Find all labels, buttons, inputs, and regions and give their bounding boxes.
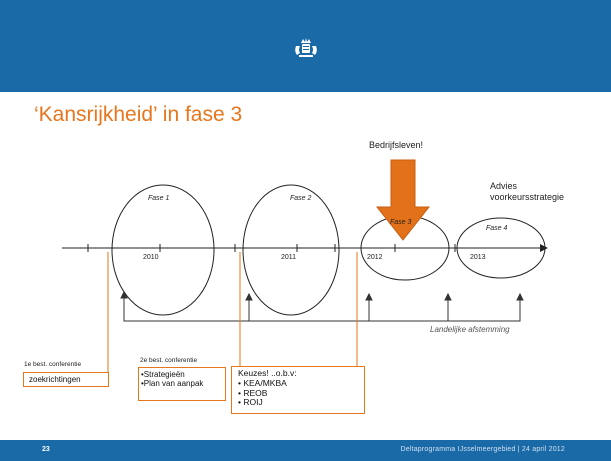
phase-ellipse-1 [111,184,215,316]
year-label-2013: 2013 [470,254,486,261]
year-label-2010: 2010 [143,254,159,261]
footer-band [0,440,611,461]
choices-heading: Keuzes! ..o.b.v: [238,368,297,378]
slide-title: ‘Kansrijkheid’ in fase 3 [34,103,243,126]
conference-2-item: •Strategieën [141,370,185,379]
timeline-ticks [87,244,456,252]
choices-item: • KEA/MKBA [238,377,287,388]
conference-2-box: •Strategieën •Plan van aanpak [138,367,226,401]
choices-item: • ROIJ [238,397,263,408]
national-bracket [123,300,521,322]
highlight-arrow [375,159,431,241]
conference-1-box: zoekrichtingen [23,372,109,387]
advice-line-1: Advies [490,181,518,191]
phase-label-1: Fase 1 [148,195,170,202]
conference-1-caption: 1e best. conferentie [24,361,82,368]
connector-lines [107,252,358,372]
choices-box: Keuzes! ..o.b.v: • KEA/MKBA • REOB • ROI… [231,366,365,414]
conference-2-item: •Plan van aanpak [141,379,204,389]
crown-coat-of-arms-icon [295,38,317,57]
advice-line-2: voorkeursstrategie [490,192,565,202]
highlight-label: Bedrijfsleven! [369,140,424,150]
choices-item: • REOB [238,387,268,398]
national-label: Landelijke afstemming [430,325,510,334]
footer-text: Deltaprogramma IJsselmeergebied | 24 apr… [400,446,565,453]
year-label-2012: 2012 [367,254,383,261]
phase-label-3: Fase 3 [390,219,412,226]
phase-label-4: Fase 4 [486,225,508,232]
year-label-2011: 2011 [281,254,297,261]
conference-2-caption: 2e best. conferentie [140,357,198,364]
phase-label-2: Fase 2 [290,195,312,202]
phase-ellipse-2 [242,184,340,316]
national-upward-arrows [120,290,524,321]
conference-1-box-text: zoekrichtingen [29,375,81,384]
slide-number: 23 [42,446,50,453]
timeline-arrowhead [540,244,548,252]
